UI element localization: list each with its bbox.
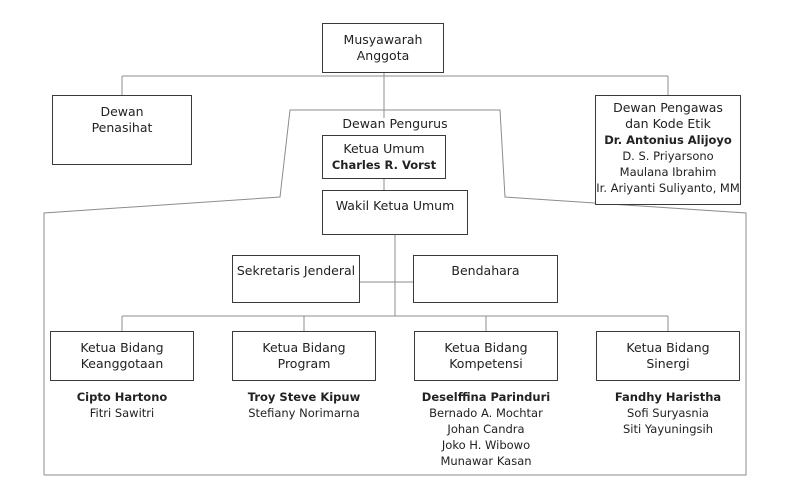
supervisory-board-line1: Dewan Pengawas [613, 100, 723, 115]
division-line2: Keanggotaan [80, 356, 164, 371]
division-box-synergy: Ketua Bidang Sinergi [596, 331, 740, 381]
division-lead: Troy Steve Kipuw [247, 390, 361, 404]
division-members-membership: Cipto Hartono Fitri Sawitri [50, 389, 194, 421]
supervisory-member: Ir. Ariyanti Suliyanto, MM [596, 181, 740, 195]
advisory-board-line2: Penasihat [91, 120, 153, 135]
executive-board-label: Dewan Pengurus [342, 116, 448, 131]
division-box-program: Ketua Bidang Program [232, 331, 376, 381]
division-members-program: Troy Steve Kipuw Stefiany Norimarna [222, 389, 386, 421]
division-line2: Program [277, 356, 331, 371]
division-members-competence: Deselffina Parinduri Bernado A. Mochtar … [404, 389, 568, 469]
division-member: Joko H. Wibowo [441, 438, 531, 452]
division-lead: Deselffina Parinduri [421, 390, 551, 404]
division-member: Siti Yayuningsih [623, 422, 713, 436]
division-member: Johan Candra [447, 422, 525, 436]
division-box-competence: Ketua Bidang Kompetensi [414, 331, 558, 381]
division-line1: Ketua Bidang [80, 340, 164, 355]
division-line1: Ketua Bidang [262, 340, 346, 355]
general-assembly-line2: Anggota [356, 48, 410, 63]
supervisory-board-box: Dewan Pengawas dan Kode Etik Dr. Antoniu… [595, 95, 741, 205]
division-line1: Ketua Bidang [626, 340, 710, 355]
division-member: Bernado A. Mochtar [429, 406, 543, 420]
division-member: Sofi Suryasnia [627, 406, 709, 420]
division-member: Stefiany Norimarna [248, 406, 360, 420]
secretary-general-title: Sekretaris Jenderal [236, 263, 356, 278]
supervisory-lead: Dr. Antonius Alijoyo [604, 133, 732, 147]
division-members-synergy: Fandhy Haristha Sofi Suryasnia Siti Yayu… [586, 389, 750, 437]
general-assembly-box: Musyawarah Anggota [322, 23, 444, 73]
supervisory-member: D. S. Priyarsono [622, 149, 714, 163]
vice-chair-box: Wakil Ketua Umum [322, 190, 468, 235]
division-lead: Cipto Hartono [76, 390, 168, 404]
division-box-membership: Ketua Bidang Keanggotaan [50, 331, 194, 381]
division-line2: Sinergi [646, 356, 690, 371]
division-lead: Fandhy Haristha [614, 390, 722, 404]
board-outline [43, 109, 747, 476]
chair-title: Ketua Umum [343, 141, 425, 156]
advisory-board-box: Dewan Penasihat [52, 95, 192, 165]
treasurer-title: Bendahara [451, 263, 520, 278]
advisory-board-line1: Dewan [100, 104, 144, 119]
chair-box: Ketua Umum Charles R. Vorst [322, 135, 446, 179]
division-member: Munawar Kasan [440, 454, 532, 468]
supervisory-board-line2: dan Kode Etik [625, 116, 711, 131]
chair-name: Charles R. Vorst [331, 158, 437, 172]
supervisory-member: Maulana Ibrahim [619, 165, 717, 179]
division-member: Fitri Sawitri [89, 406, 155, 420]
general-assembly-line1: Musyawarah [343, 32, 423, 47]
vice-chair-title: Wakil Ketua Umum [335, 198, 455, 213]
division-line1: Ketua Bidang [444, 340, 528, 355]
division-line2: Kompetensi [449, 356, 523, 371]
treasurer-box: Bendahara [413, 255, 558, 303]
secretary-general-box: Sekretaris Jenderal [232, 255, 360, 303]
